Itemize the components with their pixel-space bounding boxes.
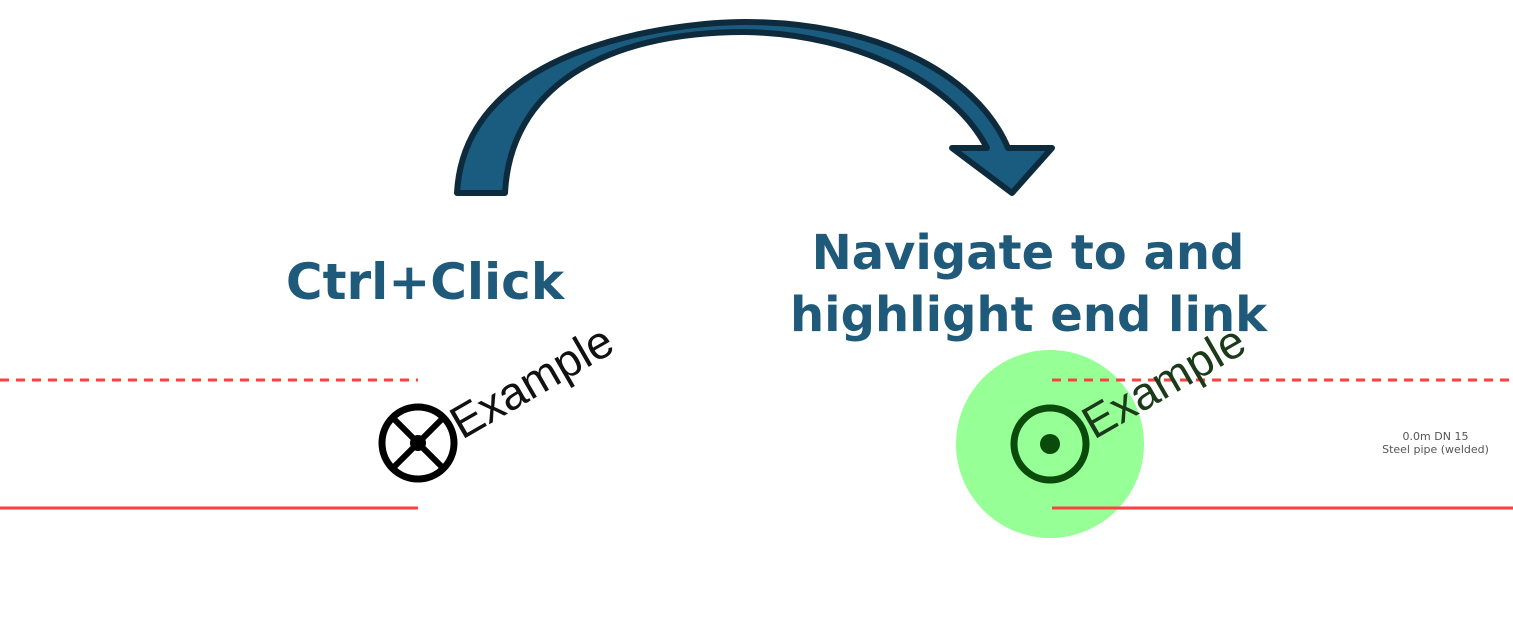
pipe-annotation-line-2: Steel pipe (welded) [1382,443,1489,456]
action-caption: Ctrl+Click [285,253,565,311]
pipe-annotation: 0.0m DN 15 Steel pipe (welded) [1358,430,1513,456]
start-link-label: Example [441,314,622,449]
result-caption: Navigate to and highlight end link [790,222,1268,346]
pipe-annotation-line-1: 0.0m DN 15 [1402,430,1469,443]
curved-arrow-icon [454,19,1055,196]
result-caption-line-1: Navigate to and [811,225,1245,281]
crossed-circle-link-icon[interactable] [378,403,458,483]
dot-circle-link-icon[interactable] [1010,404,1090,484]
result-caption-line-2: highlight end link [790,287,1268,343]
